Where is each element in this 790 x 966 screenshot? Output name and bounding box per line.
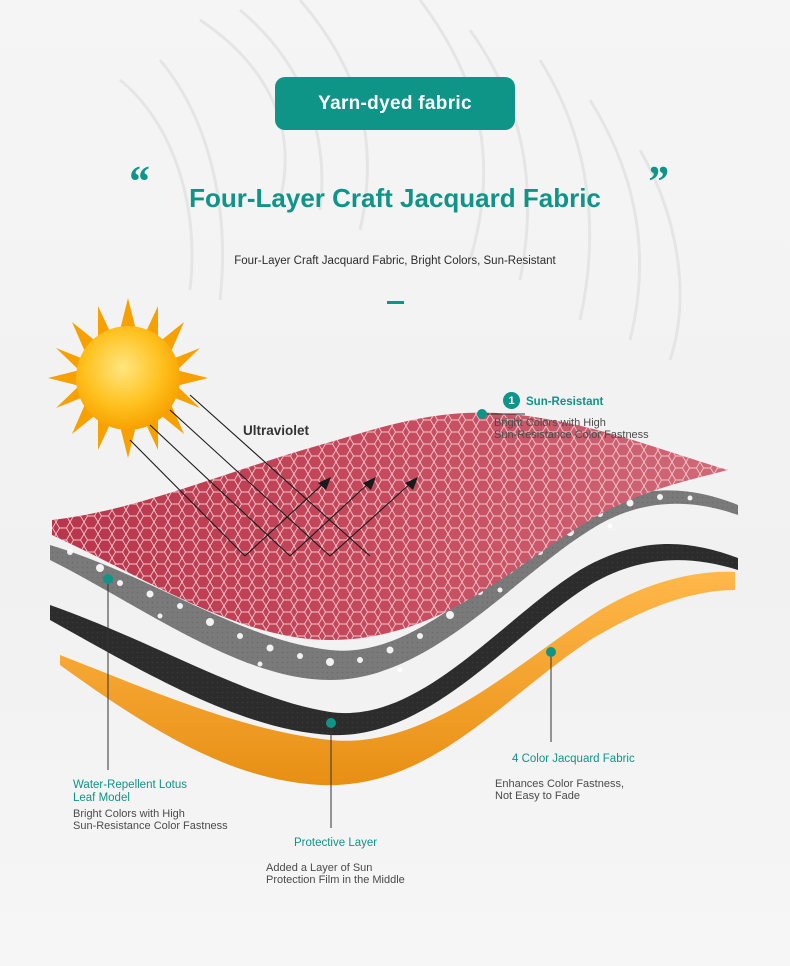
- water-repellent-description: Bright Colors with High Sun-Resistance C…: [73, 808, 273, 832]
- protective-film-layer: [50, 544, 738, 736]
- description-line: Not Easy to Fade: [495, 790, 580, 802]
- jacquard-title: 4 Color Jacquard Fabric: [512, 753, 635, 765]
- description-line: Bright Colors with High: [494, 417, 606, 429]
- jacquard-description: Enhances Color Fastness, Not Easy to Fad…: [495, 778, 695, 802]
- uv-arrowheads: [318, 477, 418, 490]
- close-quote-mark: ”: [646, 157, 668, 206]
- description-line: Protection Film in the Middle: [266, 874, 405, 886]
- page-subtitle: Four-Layer Craft Jacquard Fabric, Bright…: [234, 255, 556, 267]
- protective-layer-description: Added a Layer of Sun Protection Film in …: [266, 862, 466, 886]
- leader-lines: [107, 413, 552, 828]
- page-title: Four-Layer Craft Jacquard Fabric: [189, 183, 601, 213]
- water-repellent-layer: [50, 490, 738, 680]
- sun-icon: [48, 298, 208, 458]
- yarn-dyed-badge: Yarn-dyed fabric: [275, 77, 515, 130]
- description-line: Added a Layer of Sun: [266, 862, 373, 874]
- title-line: Water-Repellent Lotus: [73, 779, 187, 791]
- description-line: Sun-Resistance Color Fastness: [73, 820, 228, 832]
- description-line: Enhances Color Fastness,: [495, 778, 625, 790]
- sun-resistant-description: Bright Colors with High Sun-Resistance C…: [494, 417, 694, 441]
- jacquard-base-layer: [60, 571, 735, 786]
- protective-layer-title: Protective Layer: [294, 837, 378, 849]
- ultraviolet-label: Ultraviolet: [243, 423, 310, 438]
- callout-number-badge: 1: [503, 392, 520, 409]
- sun-resistant-title: Sun-Resistant: [526, 396, 604, 408]
- description-line: Bright Colors with High: [73, 808, 185, 820]
- leader-dots: [103, 409, 556, 728]
- open-quote-mark: “: [127, 157, 149, 206]
- uv-rays: [129, 394, 413, 557]
- title-divider: [387, 301, 404, 304]
- water-repellent-title: Water-Repellent Lotus Leaf Model: [73, 779, 233, 805]
- title-line: Leaf Model: [73, 792, 130, 804]
- sun-resistant-top-layer: [52, 412, 728, 640]
- description-line: Sun-Resistance Color Fastness: [494, 429, 649, 441]
